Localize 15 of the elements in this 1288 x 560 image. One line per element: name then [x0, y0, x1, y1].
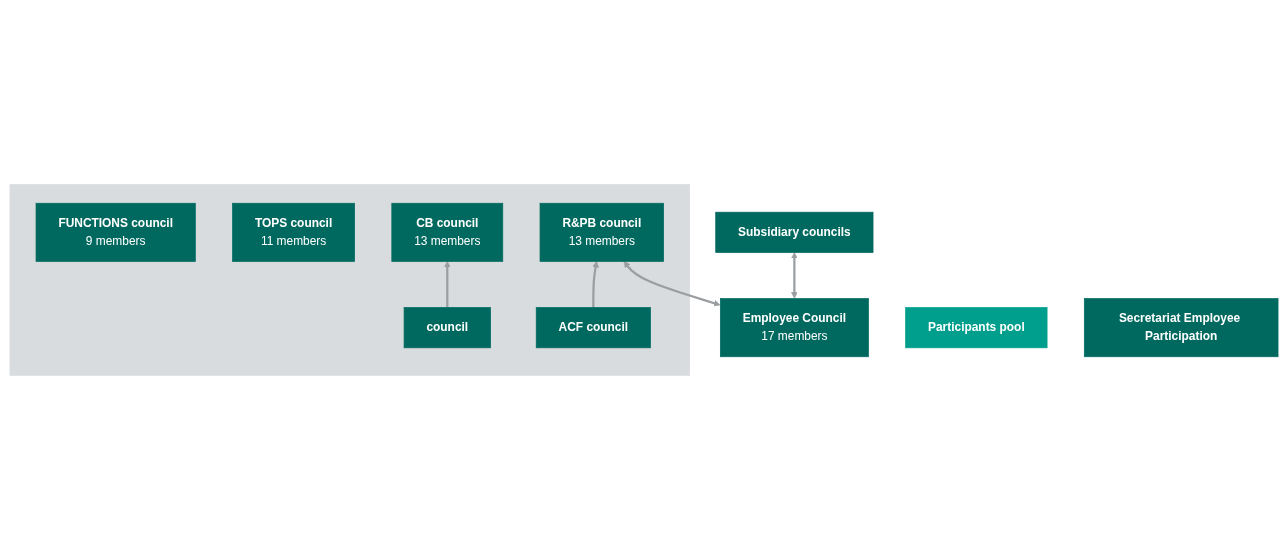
node-box: FUNCTIONS council 9 members — [35, 202, 196, 262]
node-box: Participants pool — [905, 307, 1048, 349]
node-box: council — [403, 307, 491, 349]
cluster — [9, 184, 690, 376]
node-box: ACF council — [535, 307, 651, 349]
arrow — [623, 261, 721, 307]
arrow — [592, 261, 599, 308]
node-box: CB council 13 members — [391, 202, 504, 262]
node-box: R&PB council 13 members — [539, 202, 664, 262]
node-box: Employee Council 17 members — [720, 298, 869, 358]
node-box: Subsidiary councils — [715, 211, 874, 253]
node-box: TOPS council 11 members — [232, 202, 355, 262]
arrow — [444, 261, 451, 308]
node-box: Secretariat Employee Participation — [1083, 298, 1279, 358]
arrow — [791, 252, 798, 299]
